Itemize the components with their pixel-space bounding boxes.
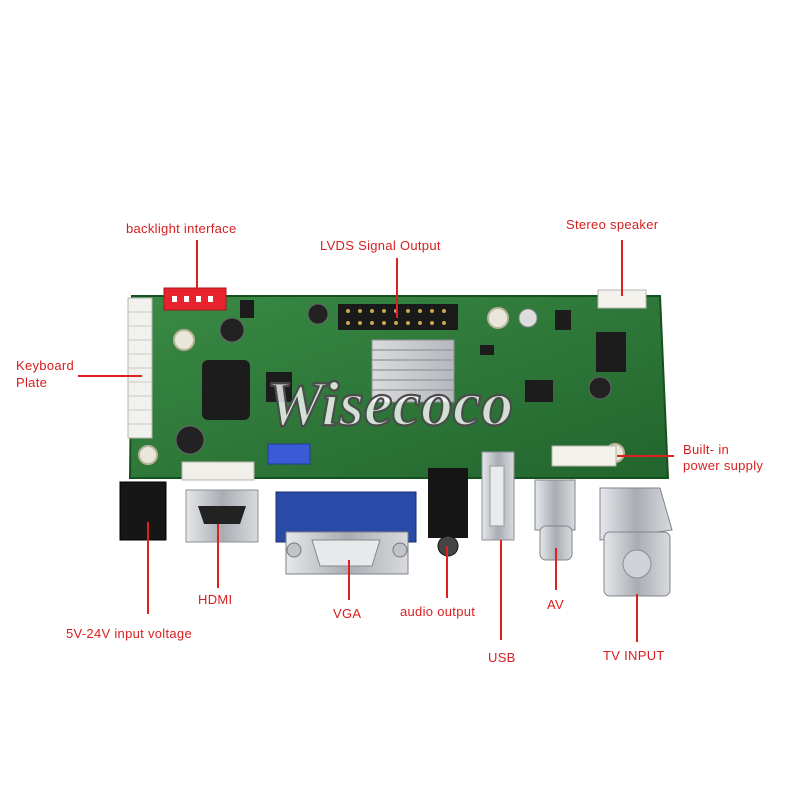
label-usb: USB <box>488 650 516 665</box>
power-connector <box>551 445 617 467</box>
label-keyboard: Keyboard <box>16 358 75 373</box>
tv-connector <box>599 487 673 597</box>
label-vga: VGA <box>333 606 362 621</box>
label-audio-output: audio output <box>400 604 476 619</box>
label-plate: Plate <box>16 375 48 390</box>
audio-jack <box>428 468 468 538</box>
dc-jack <box>119 481 167 541</box>
pin-header-blue <box>267 443 311 465</box>
label-lvds-signal-output: LVDS Signal Output <box>320 238 441 253</box>
av-connector <box>534 479 576 561</box>
label-backlight-interface: backlight interface <box>126 221 237 236</box>
pin-header-white <box>181 461 255 481</box>
label-av: AV <box>547 597 564 612</box>
backlight-connector <box>163 287 227 311</box>
label-built-in: Built- in <box>683 442 730 457</box>
label-hdmi: HDMI <box>198 592 233 607</box>
watermark: Wisecoco <box>267 368 513 439</box>
label-stereo-speaker: Stereo speaker <box>566 217 659 232</box>
label-input-voltage: 5V-24V input voltage <box>66 626 192 641</box>
label-tv-input: TV INPUT <box>603 648 665 663</box>
ic-chips <box>202 300 626 420</box>
label-power-supply: power supply <box>683 458 764 473</box>
callout-lines <box>78 240 674 642</box>
capacitors <box>175 303 612 455</box>
